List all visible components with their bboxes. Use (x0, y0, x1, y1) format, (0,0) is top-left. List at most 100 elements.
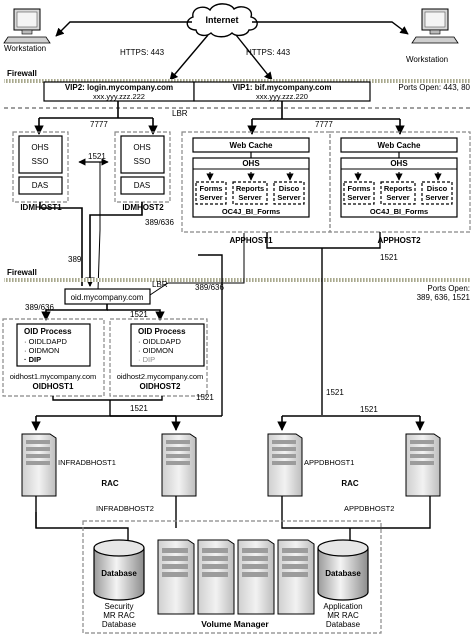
port-1521-idm: 1521 (88, 152, 106, 161)
apphost2-name: APPHOST2 (377, 236, 421, 245)
idmhost1-ohs: OHS (31, 143, 48, 152)
oidhost1-item-0: · OIDLDAPD (24, 337, 68, 346)
apphost2-disco-l1: Disco (427, 184, 448, 193)
apphost1-webcache: Web Cache (230, 141, 274, 150)
vip1-box: VIP1: bif.mycompany.com xxx.yyy.zzz.220 (193, 81, 371, 102)
database-right-caption-0: Application (323, 602, 362, 611)
firewall-2-ports-l1: Ports Open: (427, 284, 470, 293)
appdbhost2-label: APPDBHOST2 (344, 504, 394, 513)
link-oidhosts-merge (52, 396, 163, 401)
storage-unit-1 (157, 539, 195, 615)
database-left-caption-0: Security (105, 602, 134, 611)
apphost2-reports-l2: Server (386, 193, 409, 202)
apphost1-reports-l2: Server (238, 193, 261, 202)
firewall-2-label: Firewall (7, 268, 37, 277)
port-389-636-idm: 389/636 (145, 218, 174, 227)
apphost1-forms-l2: Server (199, 193, 222, 202)
workstation-left: Workstation (3, 8, 51, 53)
database-left-label: Database (101, 569, 137, 578)
https-left-label: HTTPS: 443 (120, 48, 165, 57)
port-1521-oid-c: 1521 (196, 393, 214, 402)
vip1-name: VIP1: bif.mycompany.com (233, 83, 332, 92)
firewall-2-bar (4, 278, 470, 282)
infradbhost2-label: INFRADBHOST2 (96, 504, 154, 513)
apphost2-forms-l2: Server (347, 193, 370, 202)
oidhost1-item-2: · DIP (24, 355, 41, 364)
rac-left-label: RAC (101, 479, 119, 488)
apphost1-oc4j: OC4J_BI_Forms (222, 207, 280, 216)
firewall-1-label: Firewall (7, 69, 37, 78)
infradbhost2-server: INFRADBHOST2 (96, 433, 197, 513)
database-left-caption-1: MR RAC (103, 611, 135, 620)
database-left: Database Security MR RAC Database (93, 539, 145, 629)
port-1521-app: 1521 (380, 253, 398, 262)
workstation-left-label: Workstation (4, 44, 46, 53)
vip1-ip: xxx.yyy.zzz.220 (256, 92, 308, 101)
link-https-right (235, 34, 273, 81)
appdbhost1-server: APPDBHOST1 (267, 433, 354, 497)
apphost2-reports-l1: Reports (384, 184, 412, 193)
database-right-caption-2: Database (326, 620, 361, 629)
oidhost2-item-2: · DIP (138, 355, 155, 364)
idmhost2-das: DAS (134, 181, 150, 190)
apphost2-oc4j: OC4J_BI_Forms (370, 207, 428, 216)
link-vip2-branch (39, 101, 153, 119)
appdbhost2-server: APPDBHOST2 (344, 433, 441, 513)
oidhost2-item-1: · OIDMON (138, 346, 173, 355)
database-left-caption-2: Database (102, 620, 137, 629)
firewall-2-ports-l2: 389, 636, 1521 (417, 293, 471, 302)
oidhost2-title: OID Process (138, 327, 186, 336)
idmhost2-name: IDMHOST2 (122, 203, 164, 212)
workstation-right: Workstation (406, 8, 459, 64)
port-1521-rac: 1521 (360, 405, 378, 414)
idmhost1-das: DAS (32, 181, 48, 190)
oid-load-balancer: oid.mycompany.com LBR (64, 280, 168, 305)
apphost2-forms-l1: Forms (348, 184, 371, 193)
link-oidlb-oidhost1 (41, 304, 108, 321)
idmhost2-sso: SSO (134, 157, 151, 166)
link-idm-branch (198, 254, 223, 290)
oidhost1-fqdn: oidhost1.mycompany.com (10, 372, 97, 381)
port-1521-right: 1521 (326, 388, 344, 397)
lbr-mid-label: LBR (152, 280, 168, 289)
link-oidlb-oidhost2 (107, 309, 165, 321)
infradbhost1-server: INFRADBHOST1 (21, 433, 116, 497)
link-vip1-branch (252, 101, 400, 120)
port-1521-oid-a: 1521 (130, 310, 148, 319)
port-389-636-oid: 389/636 (25, 303, 54, 312)
storage-array (157, 539, 315, 615)
apphost2-ohs: OHS (390, 159, 408, 168)
oidhost1: OID Process · OIDLDAPD · OIDMON · DIP oi… (2, 318, 105, 397)
apphost1-reports-l1: Reports (236, 184, 264, 193)
port-389: 389 (68, 255, 82, 264)
oid-lb-host: oid.mycompany.com (71, 293, 144, 302)
apphost2-webcache: Web Cache (378, 141, 422, 150)
oidhost1-name: OIDHOST1 (33, 382, 74, 391)
internet-cloud: Internet (186, 3, 258, 38)
firewall-1-bar (4, 79, 470, 83)
apphost1-forms-l1: Forms (200, 184, 223, 193)
oidhost2-item-0: · OIDLDAPD (138, 337, 182, 346)
storage-unit-2 (197, 539, 235, 615)
infradbhost1-label: INFRADBHOST1 (58, 458, 116, 467)
vip2-ip: xxx.yyy.zzz.222 (93, 92, 145, 101)
idmhost1: OHS SSO DAS IDMHOST1 (12, 131, 69, 212)
port-389-636-oid2: 389/636 (195, 283, 224, 292)
database-right-caption-1: MR RAC (327, 611, 359, 620)
link-idmhost2-down (85, 202, 143, 287)
apphost1: Web Cache OHS Forms Server Reports Serve… (181, 131, 331, 245)
database-right-label: Database (325, 569, 361, 578)
oidhost2: OID Process · OIDLDAPD · OIDMON · DIP oi… (109, 318, 208, 397)
link-idmhost1-down (39, 202, 83, 286)
apphost1-disco-l2: Server (277, 193, 300, 202)
database-right: Database Application MR RAC Database (317, 539, 369, 629)
vip2-box: VIP2: login.mycompany.com xxx.yyy.zzz.22… (43, 81, 195, 102)
oidhost2-name: OIDHOST2 (140, 382, 181, 391)
internet-label: Internet (205, 15, 238, 25)
link-apphosts-merge (266, 232, 381, 249)
link-app-to-oid (149, 233, 245, 296)
oidhost2-fqdn: oidhost2.mycompany.com (117, 372, 204, 381)
apphost2: Web Cache OHS Forms Server Reports Serve… (329, 131, 471, 245)
storage-box (82, 520, 382, 634)
oidhost1-title: OID Process (24, 327, 72, 336)
